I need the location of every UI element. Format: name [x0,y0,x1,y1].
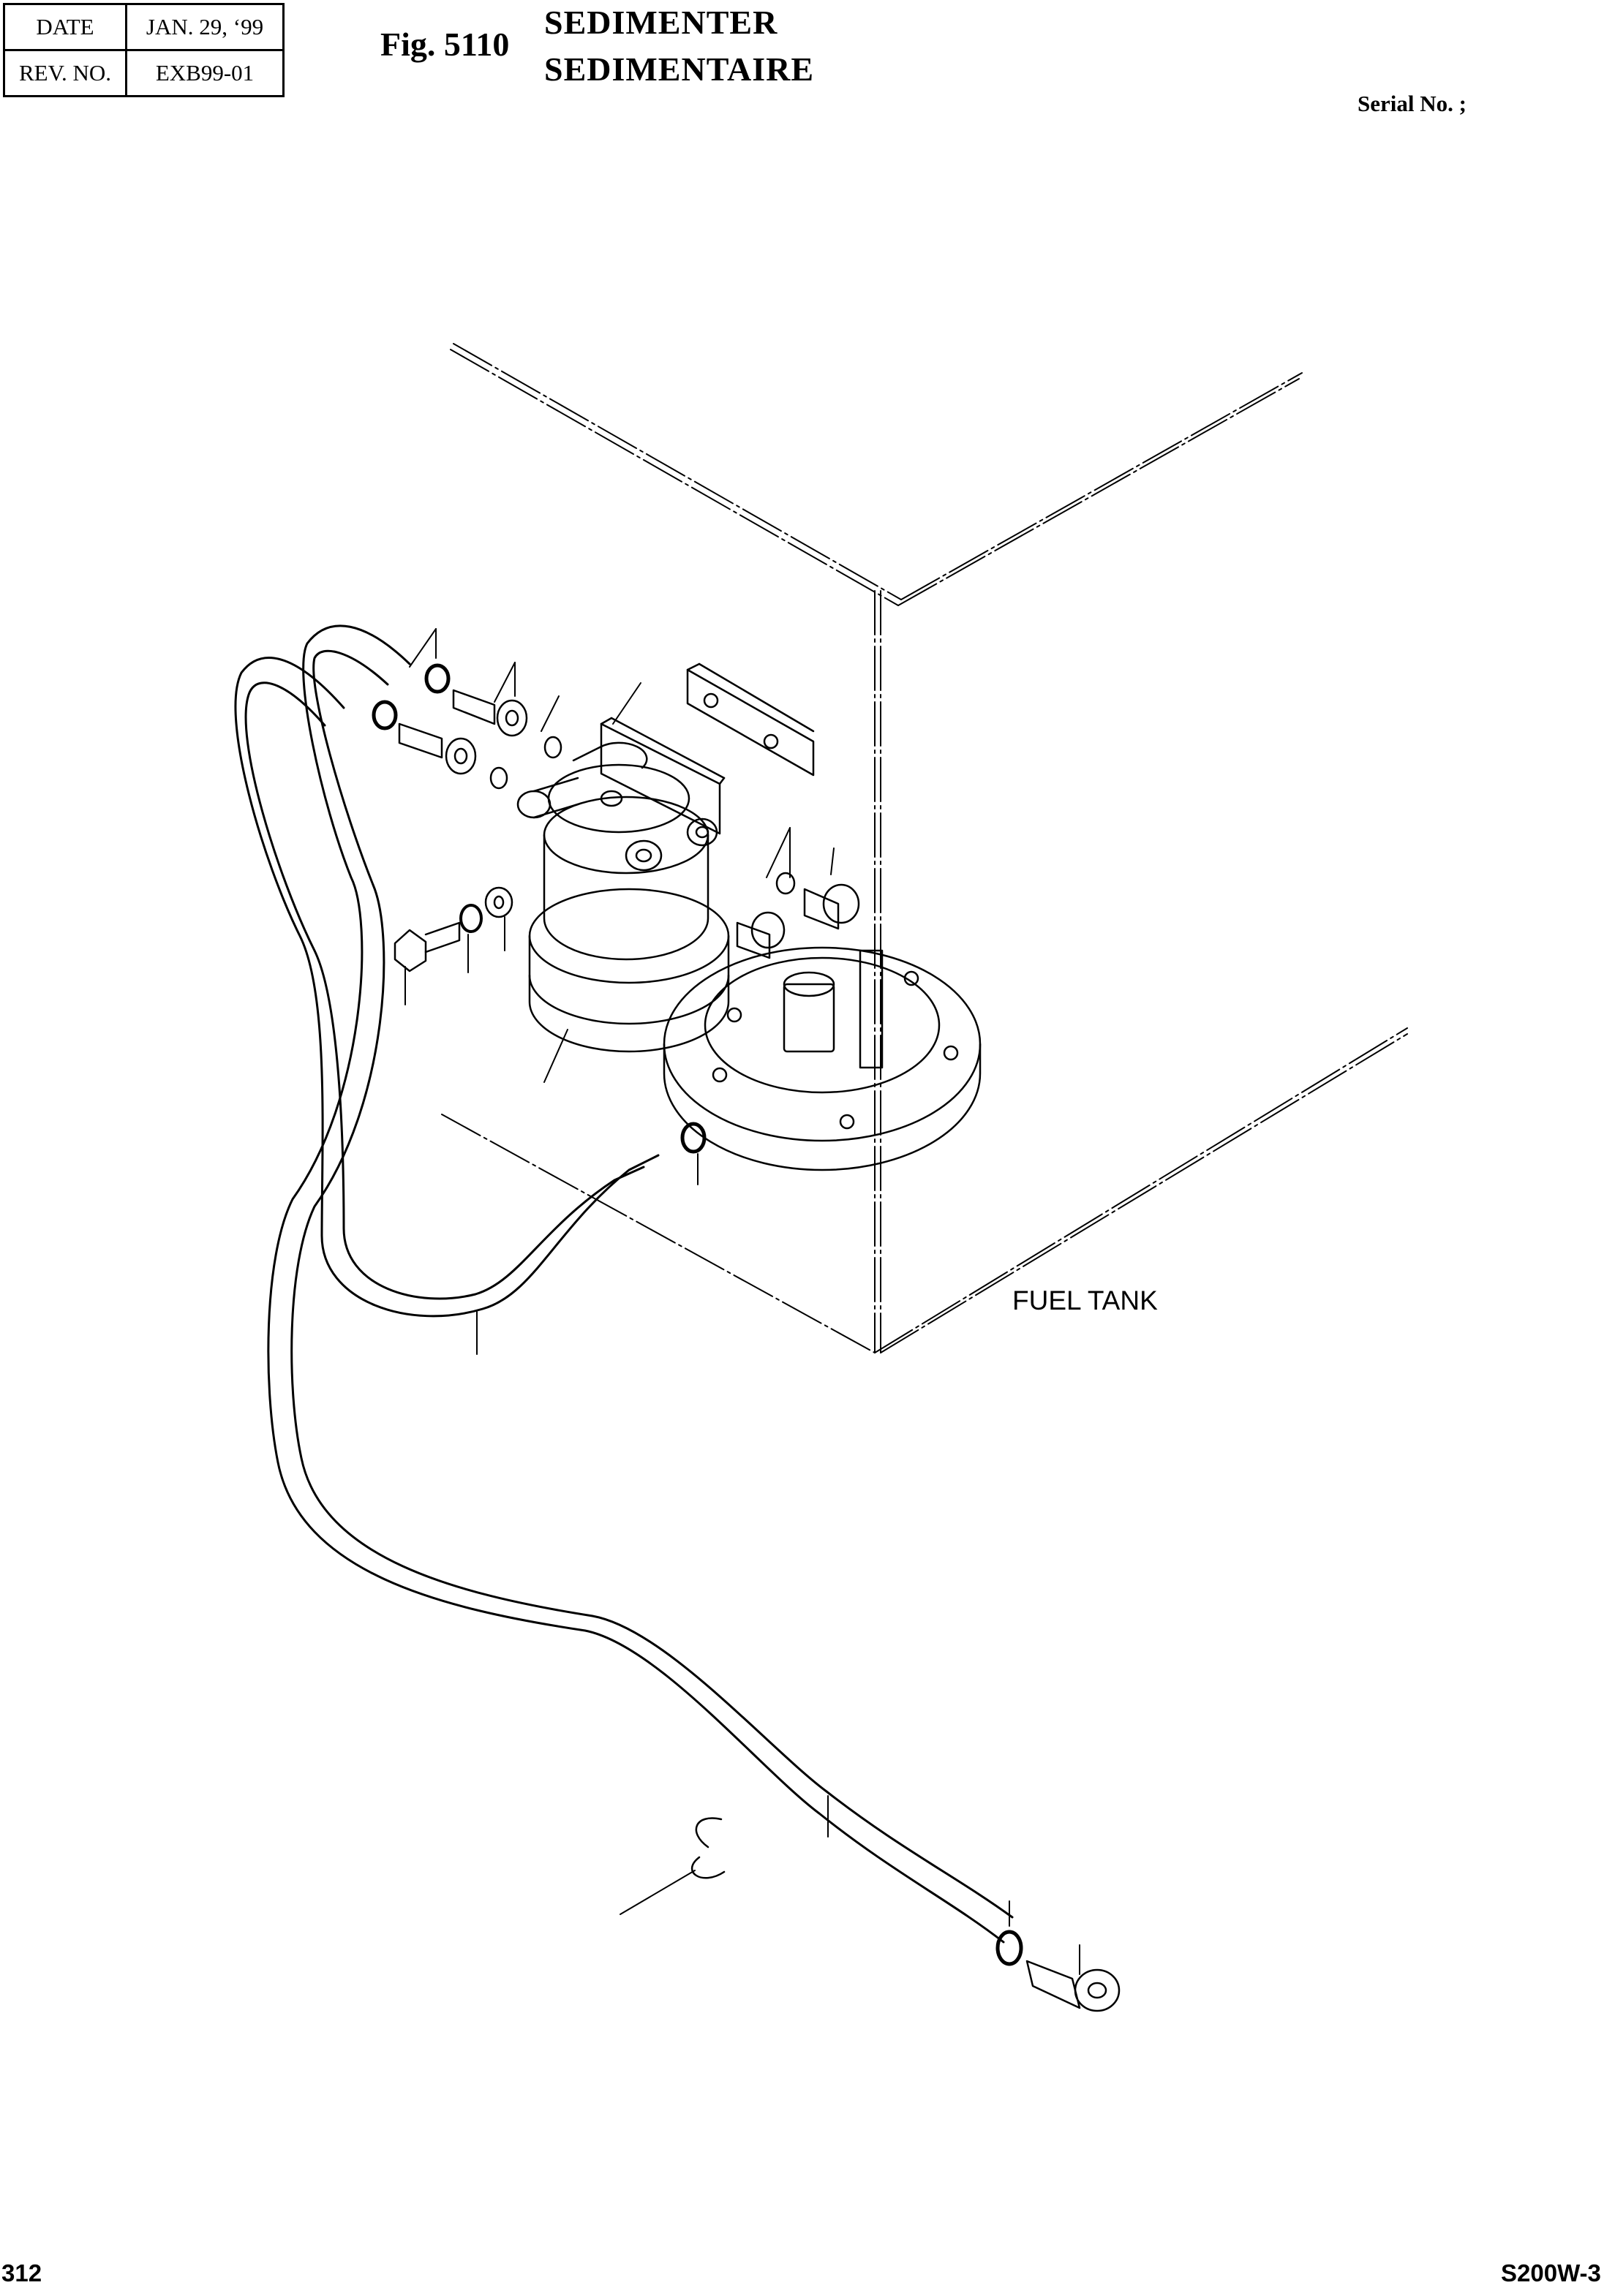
figure-number: Fig. 5110 [380,26,510,63]
fuel-tank-outline [441,343,1408,1353]
revision-table: DATE JAN. 29, ‘99 REV. NO. EXB99-01 [3,3,285,97]
tank-flange [663,946,982,1171]
rev-value: EXB99-01 [125,49,285,97]
bracket [600,717,726,835]
figure-title-english: SEDIMENTER [544,4,778,41]
eye-bolts-left [372,663,562,790]
fuel-hoses-upper [234,624,1014,1944]
model-number: S200W-3 [1501,2259,1601,2286]
fuel-tank-label: FUEL TANK [1012,1285,1158,1315]
mounting-plate [686,662,815,777]
hose-fittings-lower [680,1122,1121,2012]
serial-number-label: Serial No. ; [1358,91,1467,116]
plugs-right [736,872,860,959]
page-number: 312 [1,2259,42,2286]
bolt-washers-left [394,886,513,973]
date-value: JAN. 29, ‘99 [125,3,285,51]
sedimenter-body [516,741,730,1053]
leader-lines [404,628,1080,1975]
figure-title-french: SEDIMENTAIRE [544,50,814,88]
date-label: DATE [3,3,127,51]
rev-label: REV. NO. [3,49,127,97]
